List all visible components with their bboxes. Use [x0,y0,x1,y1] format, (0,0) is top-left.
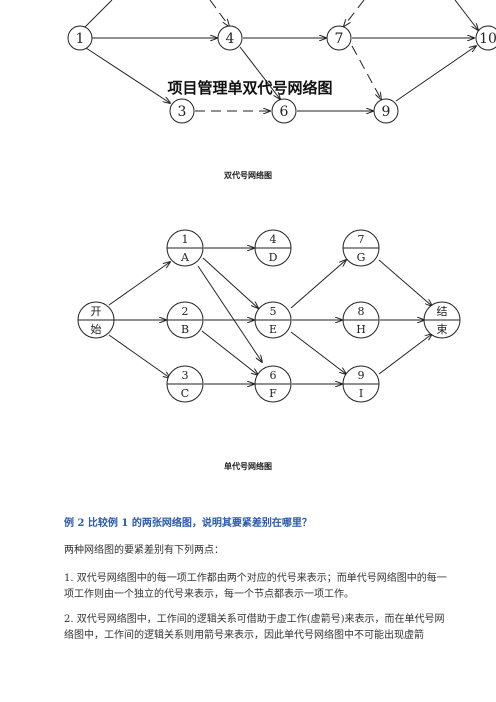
dummy-arrow-7-9 [351,45,381,99]
dummy-arrow-top-7 [344,0,365,26]
node-code: 5 [270,305,277,318]
node-6 [271,98,297,124]
dummy-arrow-top-4 [209,0,229,26]
node-work: 束 [437,323,448,336]
node-code: 3 [182,369,189,382]
arrow-7-end [378,259,432,306]
double-code-network-diagram: 1 4 7 10 3 6 9 项目管理单双代号网络图 [67,0,496,124]
node-code: 7 [358,233,365,246]
node-work: A [180,251,190,264]
arrow-9-end [378,334,432,375]
node-code: 8 [358,305,365,318]
node-work: H [356,323,366,336]
arrow-top-10 [454,0,478,30]
node-work: B [181,323,189,336]
arrow-5-7 [290,260,346,309]
node-label: 10 [479,31,496,47]
arrow-1-up [83,0,113,29]
node-code: 2 [182,305,189,318]
node-work: D [269,251,278,264]
node-work: F [269,387,277,400]
point-1-paragraph: 1. 双代号网络图中的每一项工作都由两个对应的代号来表示；而单代号网络图中的每一… [64,573,447,600]
node-code: 9 [358,369,365,382]
single-code-network-diagram: 1 A 4 D 7 G 开 始 2 B 5 E 8 H 结 束 3 C 6 F … [77,229,461,403]
arrow-2-6 [201,330,258,375]
arrow-1-6 [197,265,262,362]
arrow-5-9 [290,331,346,374]
node-7 [326,25,352,51]
node-10 [475,25,496,51]
node-code: 开 [91,305,102,318]
node-work: I [359,387,363,400]
arrow-1-5 [202,257,258,308]
arrow-1-3 [85,47,170,103]
node-label: 9 [382,104,391,120]
node-label: 4 [226,31,235,47]
node-label: 7 [335,31,344,47]
diagram-title-overlay: 项目管理单双代号网络图 [167,79,332,97]
intro-paragraph: 两种网络图的要紧差别有下列两点： [64,545,224,556]
node-code: 4 [270,233,277,246]
node-code: 1 [182,233,189,246]
caption-double-code: 双代号网络图 [224,170,272,180]
example-question: 例 2 比较例 1 的两张网络图，说明其要紧差别在哪里？ [64,518,312,529]
arrow-start-3 [108,334,170,378]
node-1 [67,25,93,51]
node-work: E [269,323,277,336]
node-work: C [181,387,189,400]
node-work: 始 [91,322,102,336]
arrow-9-10 [395,46,476,102]
caption-single-code: 单代号网络图 [224,461,272,471]
node-code: 6 [270,369,277,382]
node-label: 6 [280,104,289,120]
node-3 [169,98,195,124]
arrow-start-1 [108,262,170,306]
node-label: 1 [76,31,85,47]
node-9 [373,98,399,124]
node-work: G [357,251,366,264]
arrow-4-6 [239,46,280,99]
point-2-paragraph: 2. 双代号网络图中，工作间的逻辑关系可借助于虚工作(虚箭号)来表示，而在单代号… [64,614,445,641]
node-code: 结 [437,305,448,318]
node-4 [217,25,243,51]
node-label: 3 [178,104,187,120]
